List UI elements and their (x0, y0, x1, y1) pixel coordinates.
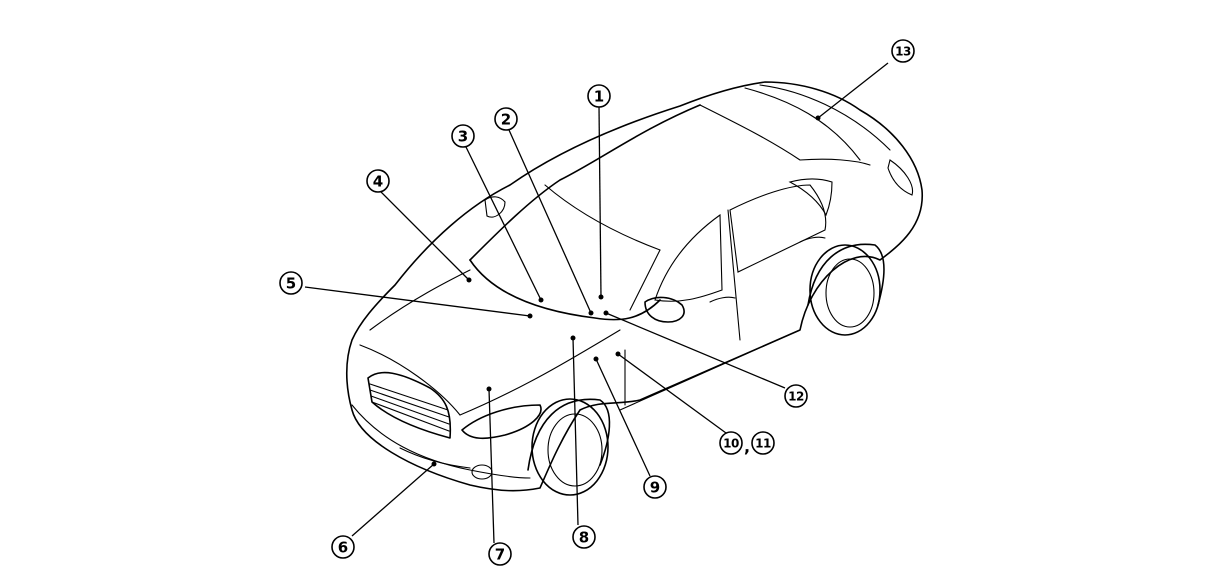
callout-12: 12 (784, 384, 808, 408)
callout-9: 9 (643, 475, 667, 499)
callout-label: 10 (723, 437, 739, 451)
callout-8: 8 (572, 525, 596, 549)
callout-2: 2 (494, 107, 518, 131)
callout-label: 1 (594, 88, 604, 106)
hood-side-edge (459, 329, 621, 416)
callout-label: 6 (338, 539, 348, 557)
leader-dots (431, 115, 821, 467)
callout-7: 7 (488, 542, 512, 566)
callout-label: 2 (501, 111, 511, 129)
side-mirror (644, 296, 685, 323)
hood-front-edge (359, 344, 461, 416)
a-pillar (629, 249, 661, 311)
callout-separator: , (744, 437, 750, 456)
grille-slats (369, 383, 450, 432)
callout-11: 11 (751, 431, 775, 455)
headlight (461, 404, 542, 440)
door-handle-rear (799, 236, 826, 243)
tail-light (887, 159, 914, 196)
rear-window-edge (744, 87, 861, 161)
far-side-mirror (484, 196, 506, 218)
rear-spoiler (759, 84, 891, 151)
callout-label: 11 (755, 437, 771, 451)
car-body-outline (346, 81, 923, 492)
center-pillar-line (727, 209, 741, 341)
callout-4: 4 (366, 169, 390, 193)
callout-label: 9 (650, 479, 660, 497)
windshield-right-edge (544, 184, 661, 251)
callout-5: 5 (279, 271, 303, 295)
windshield-base (469, 259, 661, 321)
callout-label: 12 (788, 390, 804, 404)
quarter-window (788, 178, 833, 217)
front-bumper (351, 404, 531, 479)
callout-10: 10 (719, 431, 743, 455)
callout-label: 8 (579, 529, 589, 547)
door-handle-front (709, 296, 736, 303)
hood-crease (369, 269, 471, 331)
callout-1: 1 (587, 84, 611, 108)
lower-intake (399, 447, 471, 469)
car-illustration (346, 81, 923, 496)
rear-door-window (729, 184, 827, 273)
front-door-window (654, 213, 723, 302)
callout-3: 3 (451, 124, 475, 148)
rocker-line (619, 329, 801, 411)
front-wheel (527, 398, 611, 496)
windshield-top (469, 104, 701, 261)
callout-6: 6 (331, 535, 355, 559)
front-grille (367, 371, 452, 439)
callout-label: 3 (458, 128, 468, 146)
leader-lines (304, 62, 889, 544)
callout-label: 13 (895, 45, 911, 59)
callout-label: 7 (495, 546, 505, 564)
callout-label: 5 (286, 275, 296, 293)
rear-wheel (807, 243, 885, 336)
callout-13: 13 (891, 39, 915, 63)
callout-label: 4 (373, 173, 383, 191)
roof-line (699, 104, 871, 166)
